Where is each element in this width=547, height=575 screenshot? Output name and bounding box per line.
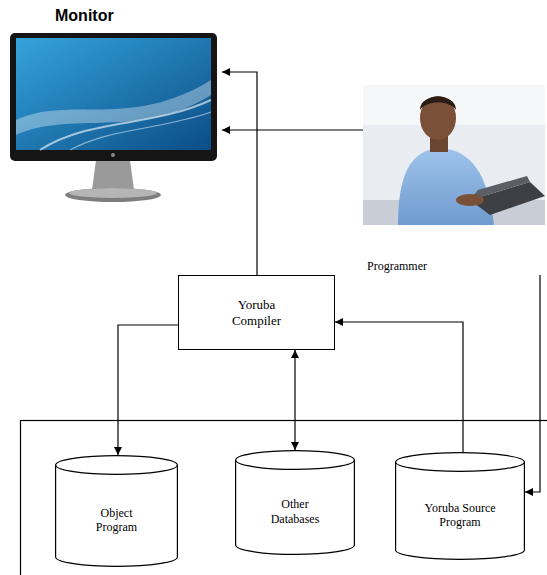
cylinder-body: [236, 451, 355, 555]
cylinder-body: [396, 453, 525, 560]
arrow-connector: [525, 275, 540, 492]
storage-band: [21, 421, 547, 575]
storage-cylinder: Other Databases: [235, 450, 355, 555]
cylinder-rim: [56, 465, 178, 474]
arrow-connector: [335, 322, 463, 452]
programmer-photo: [363, 85, 545, 225]
node-text: Other Databases: [264, 497, 326, 526]
arrow-connector: [222, 129, 363, 130]
node-label: Monitor: [55, 6, 114, 25]
node-label: Programmer: [367, 259, 427, 273]
cylinder-rim: [396, 462, 525, 471]
arrow-connector: [222, 72, 257, 275]
compiler-box: Yoruba Compiler: [178, 275, 335, 350]
monitor-node: Monitor: [8, 4, 222, 204]
cylinder-rim: [236, 460, 355, 469]
cylinder-body: [56, 456, 178, 567]
node-text: Yoruba Source Program: [414, 501, 506, 530]
monitor-picture: [10, 33, 217, 202]
arrow-connector: [294, 350, 295, 450]
arrow-connector: [118, 325, 178, 455]
node-text: Object Program: [86, 506, 148, 535]
storage-cylinder: Yoruba Source Program: [395, 452, 525, 560]
storage-cylinder: Object Program: [55, 455, 178, 567]
programmer-node: Programmer: [363, 85, 545, 275]
node-text: Yoruba Compiler: [222, 297, 292, 328]
